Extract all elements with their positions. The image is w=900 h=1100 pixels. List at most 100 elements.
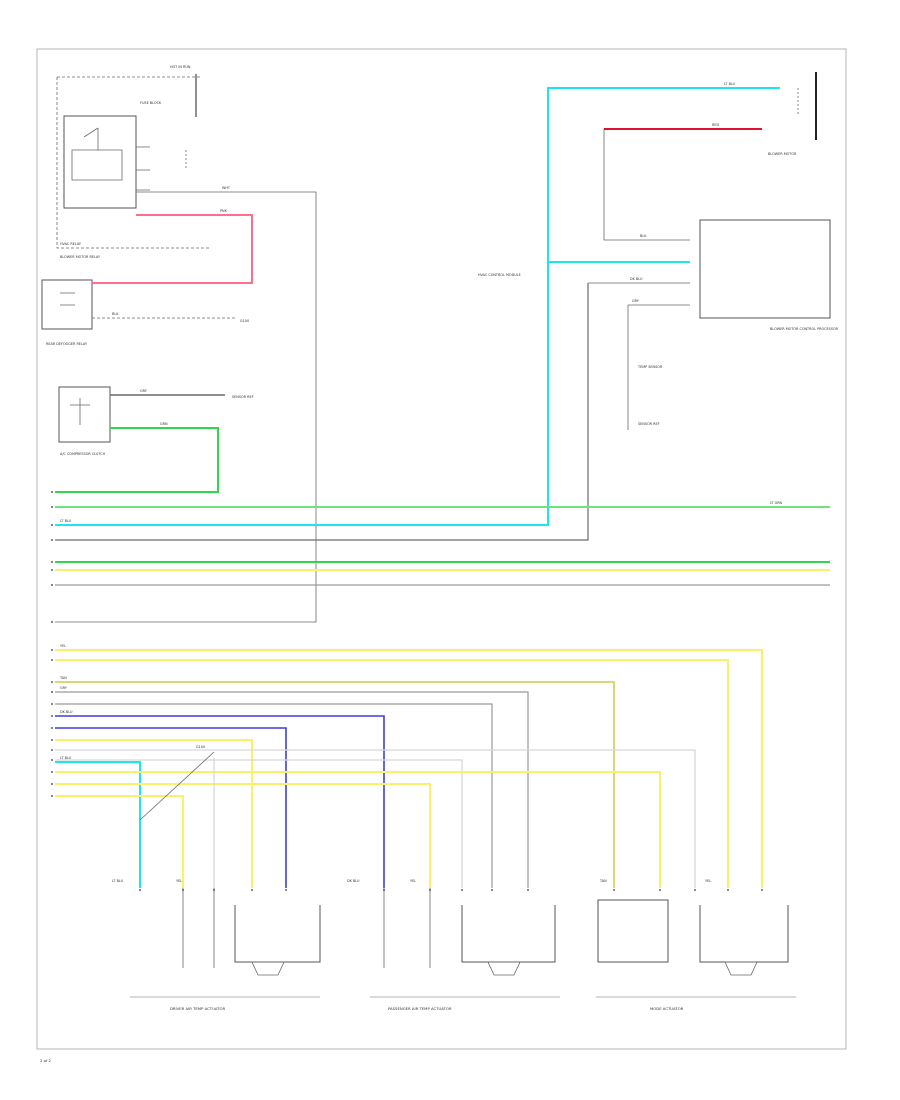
tag-ltblu-driver: LT BLU bbox=[112, 879, 124, 883]
mode-actuator-group: TAN YEL MODE ACTUATOR bbox=[596, 879, 796, 1011]
terminal-bottom-1 bbox=[182, 889, 184, 891]
tag-tan-a: TAN bbox=[59, 676, 67, 680]
label-ac-compressor: A/C COMPRESSOR CLUTCH bbox=[60, 452, 106, 456]
terminal-left-0 bbox=[51, 491, 53, 493]
wire-dark-gray bbox=[55, 283, 589, 541]
terminal-left-15 bbox=[51, 739, 53, 741]
terminal-left-10 bbox=[51, 681, 53, 683]
wire-gry-1 bbox=[55, 691, 529, 888]
label-temp-sensor: TEMP SENSOR bbox=[637, 365, 663, 369]
label-pass-actuator: PASSENGER AIR TEMP ACTUATOR bbox=[388, 1006, 452, 1011]
tag-pnk: PNK bbox=[220, 209, 228, 213]
tag-tan-mode: TAN bbox=[599, 879, 607, 883]
wire-yel-6 bbox=[55, 795, 184, 888]
terminal-bottom-6 bbox=[429, 889, 431, 891]
terminal-left-9 bbox=[51, 659, 53, 661]
terminal-left-1 bbox=[51, 506, 53, 508]
diagram-frame bbox=[36, 48, 847, 1050]
label-sensor-ref-right: SENSOR REF bbox=[638, 422, 660, 426]
passenger-actuator-group: DK BLU YEL PASSENGER AIR TEMP ACTUATOR bbox=[347, 879, 560, 1011]
label-sensor-ref-left: SENSOR REF bbox=[232, 395, 254, 399]
tag-yel-pass: YEL bbox=[410, 879, 416, 883]
wire-green bbox=[55, 427, 219, 493]
wire-white-trunk bbox=[55, 191, 317, 623]
terminal-left-8 bbox=[51, 649, 53, 651]
tag-gry-a: GRY bbox=[60, 686, 68, 690]
terminal-bottom-9 bbox=[527, 889, 529, 891]
terminal-left-13 bbox=[51, 715, 53, 717]
tag-grn: GRN bbox=[160, 422, 168, 426]
wire-gry-2 bbox=[55, 703, 493, 888]
terminal-bottom-0 bbox=[139, 889, 141, 891]
terminals bbox=[51, 491, 763, 891]
wire-yel-5 bbox=[55, 783, 431, 888]
blower-group: BLOWER MOTOR BLK BLOWER MOTOR CONTROL PR… bbox=[478, 72, 839, 430]
tag-blk-defog: BLK bbox=[112, 312, 119, 316]
tag-ltblu-left: LT BLU bbox=[60, 519, 72, 523]
tag-wht-trunk: WHT bbox=[222, 186, 231, 190]
terminal-bottom-3 bbox=[251, 889, 253, 891]
wire-light-blue bbox=[55, 87, 780, 526]
label-driver-actuator: DRIVER AIR TEMP ACTUATOR bbox=[170, 1006, 225, 1011]
tag-ltblu-a: LT BLU bbox=[60, 756, 72, 760]
tag-dkblu-pass: DK BLU bbox=[347, 879, 360, 883]
driver-actuator-group: LT BLU YEL DRIVER AIR TEMP ACTUATOR bbox=[112, 879, 321, 1011]
wire-yel-1 bbox=[55, 649, 763, 888]
tag-yel-driver: YEL bbox=[176, 879, 182, 883]
terminal-bottom-7 bbox=[461, 889, 463, 891]
label-ground-defog: G100 bbox=[240, 319, 249, 323]
wire-yel-4 bbox=[55, 771, 661, 888]
wire-dkblu-2 bbox=[55, 727, 287, 888]
terminal-bottom-5 bbox=[383, 889, 385, 891]
label-hvac-relay: HVAC RELAY bbox=[60, 242, 82, 246]
tag-ltblu-top: LT BLU bbox=[724, 82, 736, 86]
terminal-left-20 bbox=[51, 795, 53, 797]
terminal-left-4 bbox=[51, 561, 53, 563]
terminal-left-14 bbox=[51, 727, 53, 729]
label-rear-defog: REAR DEFOGGER RELAY bbox=[46, 342, 88, 346]
tag-gry-control: GRY bbox=[632, 299, 640, 303]
label-hot-in-run: HOT IN RUN bbox=[170, 65, 191, 69]
wire-yel-2 bbox=[55, 659, 729, 888]
wire-wht-1 bbox=[55, 749, 696, 888]
terminal-left-12 bbox=[51, 703, 53, 705]
label-ground-splice: G100 bbox=[196, 745, 205, 749]
label-mode-actuator: MODE ACTUATOR bbox=[650, 1006, 684, 1011]
tag-dkblu-control: DK BLU bbox=[630, 277, 643, 281]
terminal-bottom-14 bbox=[761, 889, 763, 891]
wire-tan-1 bbox=[55, 681, 615, 888]
tag-red: RED bbox=[712, 123, 719, 127]
rear-defog-group: REAR DEFOGGER RELAY BLK G100 bbox=[41, 279, 249, 346]
tag-yel-a: YEL bbox=[60, 644, 66, 648]
wire-dkblu-1 bbox=[55, 715, 385, 888]
terminal-bottom-8 bbox=[491, 889, 493, 891]
terminal-left-5 bbox=[51, 569, 53, 571]
terminal-left-7 bbox=[51, 621, 53, 623]
terminal-left-19 bbox=[51, 783, 53, 785]
ground-splice: G100 bbox=[139, 745, 215, 821]
label-blower-control: BLOWER MOTOR CONTROL PROCESSOR bbox=[770, 327, 839, 331]
tag-ltgrn: LT GRN bbox=[770, 501, 783, 505]
terminal-bottom-10 bbox=[613, 889, 615, 891]
terminal-left-16 bbox=[51, 749, 53, 751]
wire-ltblu-low bbox=[55, 761, 141, 888]
terminal-bottom-4 bbox=[285, 889, 287, 891]
hvac-relay-box bbox=[63, 115, 137, 209]
rear-defog-box bbox=[41, 279, 93, 330]
terminal-bottom-2 bbox=[213, 889, 215, 891]
terminal-left-11 bbox=[51, 691, 53, 693]
wire-wht-2 bbox=[55, 759, 463, 888]
label-blower-relay: BLOWER MOTOR RELAY bbox=[60, 255, 101, 259]
terminal-bottom-13 bbox=[727, 889, 729, 891]
blower-control-box bbox=[699, 219, 831, 319]
tag-gry-ac: GRY bbox=[140, 389, 148, 393]
ac-compressor-box bbox=[58, 386, 111, 443]
ac-compressor-group: A/C COMPRESSOR CLUTCH GRY SENSOR REF bbox=[58, 386, 254, 456]
tag-yel-mode: YEL bbox=[705, 879, 711, 883]
terminal-bottom-12 bbox=[694, 889, 696, 891]
tag-blk-blower: BLK bbox=[640, 234, 647, 238]
terminal-left-3 bbox=[51, 539, 53, 541]
terminal-left-6 bbox=[51, 584, 53, 586]
page-number: 2 of 2 bbox=[40, 1058, 51, 1063]
